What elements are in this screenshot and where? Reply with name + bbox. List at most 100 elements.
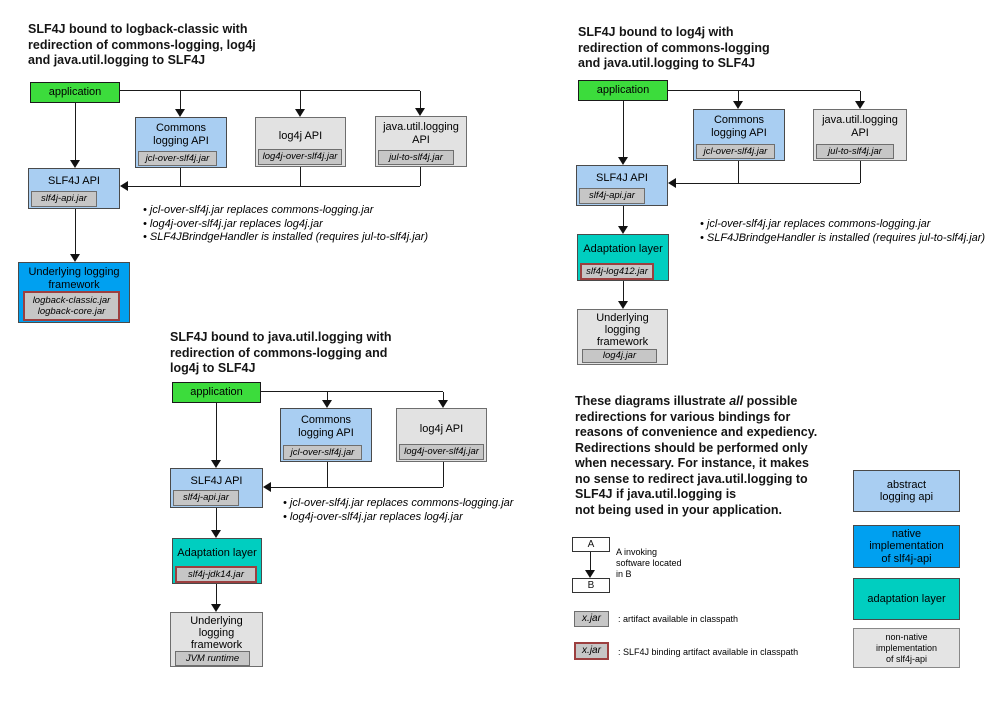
diagram1-title: SLF4J bound to logback-classic with redi…: [28, 22, 256, 67]
arrow-left-icon: [263, 482, 271, 492]
legend-b-box: B: [572, 578, 610, 593]
diagram1-slf4j-api-box: SLF4J API slf4j-api.jar: [28, 168, 120, 209]
diagram2-log4j-jar: log4j.jar: [582, 349, 657, 363]
diagram3-adaptation-layer-label: Adaptation layer: [177, 547, 257, 559]
legend-native-implementation-box: native implementation of slf4j-api: [853, 525, 960, 568]
legend-non-native-implementation-label: non-native implementation of slf4j-api: [875, 631, 938, 664]
connector: [120, 90, 420, 91]
diagram2-underlying-framework-box: Underlying logging framework log4j.jar: [577, 309, 668, 365]
arrow-down-icon: [295, 109, 305, 117]
legend-non-native-implementation-box: non-native implementation of slf4j-api: [853, 628, 960, 668]
diagram3-slf4j-api-label: SLF4J API: [190, 475, 243, 487]
diagram3-underlying-framework-label: Underlying logging framework: [190, 615, 243, 651]
arrow-down-icon: [70, 254, 80, 262]
connector: [300, 167, 301, 186]
legend-b-label: B: [587, 580, 595, 591]
diagram3-log4j-over-slf4j-jar: log4j-over-slf4j.jar: [399, 444, 484, 460]
diagram2-commons-logging-api-label: Commons logging API: [711, 114, 767, 139]
diagram2-application-label: application: [596, 84, 650, 96]
connector: [676, 183, 860, 184]
explanation-paragraph: These diagrams illustrate all possible r…: [575, 394, 875, 518]
arrow-down-icon: [855, 101, 865, 109]
diagram3-application-box: application: [172, 382, 261, 403]
connector: [327, 392, 328, 400]
connector: [216, 584, 217, 604]
connector: [623, 206, 624, 226]
diagram1-underlying-framework-label: Underlying logging framework: [28, 266, 120, 291]
diagram2-notes: • jcl-over-slf4j.jar replaces commons-lo…: [700, 218, 985, 245]
diagram1-logback-jars: logback-classic.jar logback-core.jar: [23, 291, 120, 321]
diagram3-log4j-api-label: log4j API: [419, 423, 464, 435]
diagram3-application-label: application: [190, 386, 243, 398]
connector: [300, 91, 301, 109]
connector: [420, 167, 421, 186]
connector: [75, 103, 76, 160]
diagram2-slf4j-api-box: SLF4J API slf4j-api.jar: [576, 165, 668, 206]
diagram2-underlying-framework-label: Underlying logging framework: [596, 312, 649, 348]
diagram1-jul-to-slf4j-jar: jul-to-slf4j.jar: [378, 150, 454, 165]
connector: [860, 91, 861, 101]
arrow-down-icon: [618, 301, 628, 309]
diagram1-application-box: application: [30, 82, 120, 103]
arrow-left-icon: [120, 181, 128, 191]
diagram2-adaptation-layer-label: Adaptation layer: [583, 243, 663, 255]
connector: [128, 186, 420, 187]
connector: [590, 552, 591, 570]
paragraph-part1: These diagrams illustrate: [575, 394, 730, 408]
arrow-down-icon: [733, 101, 743, 109]
diagram3-slf4j-api-jar: slf4j-api.jar: [173, 490, 239, 506]
diagram3-jcl-over-slf4j-jar: jcl-over-slf4j.jar: [283, 445, 362, 460]
diagram3-adaptation-layer-box: Adaptation layer slf4j-jdk14.jar: [172, 538, 262, 584]
paragraph-part2: possible redirections for various bindin…: [575, 394, 818, 517]
connector: [216, 403, 217, 460]
connector: [261, 391, 443, 392]
legend-ab-caption: A invoking software located in B: [616, 547, 682, 579]
legend-adaptation-layer-label: adaptation layer: [867, 592, 946, 605]
legend-binding-jar-box: x.jar: [574, 642, 609, 660]
note-line: • SLF4JBrindgeHandler is installed (requ…: [700, 231, 986, 244]
legend-artifact-jar-box: x.jar: [574, 611, 609, 627]
diagram3-commons-logging-api-box: Commons logging API jcl-over-slf4j.jar: [280, 408, 372, 462]
diagram1-log4j-api-box: log4j API log4j-over-slf4j.jar: [255, 117, 346, 167]
legend-adaptation-layer-box: adaptation layer: [853, 578, 960, 620]
connector: [443, 462, 444, 487]
diagram3-jvm-runtime-jar: JVM runtime: [175, 651, 250, 666]
diagram1-commons-logging-api-box: Commons logging API jcl-over-slf4j.jar: [135, 117, 227, 168]
diagram2-jul-api-box: java.util.logging API jul-to-slf4j.jar: [813, 109, 907, 161]
arrow-down-icon: [175, 109, 185, 117]
arrow-down-icon: [438, 400, 448, 408]
connector: [623, 101, 624, 157]
note-line: • jcl-over-slf4j.jar replaces commons-lo…: [700, 218, 931, 230]
arrow-left-icon: [668, 178, 676, 188]
diagram2-jul-to-slf4j-jar: jul-to-slf4j.jar: [816, 144, 894, 159]
arrow-down-icon: [70, 160, 80, 168]
diagram3-commons-logging-api-label: Commons logging API: [298, 414, 354, 439]
connector: [180, 168, 181, 186]
legend-binding-caption: : SLF4J binding artifact available in cl…: [618, 647, 799, 657]
note-line: • SLF4JBrindgeHandler is installed (requ…: [143, 231, 429, 243]
arrow-down-icon: [415, 108, 425, 116]
diagram1-underlying-framework-box: Underlying logging framework logback-cla…: [18, 262, 130, 323]
diagram1-notes: • jcl-over-slf4j.jar replaces commons-lo…: [143, 204, 428, 245]
connector: [75, 209, 76, 254]
diagram3-slf4j-api-box: SLF4J API slf4j-api.jar: [170, 468, 263, 508]
note-line: • log4j-over-slf4j.jar replaces log4j.ja…: [283, 510, 463, 523]
connector: [420, 91, 421, 108]
diagram2-slf4j-log412-jar: slf4j-log412.jar: [580, 263, 654, 280]
connector: [271, 487, 443, 488]
diagram1-commons-logging-api-label: Commons logging API: [153, 122, 209, 147]
note-line: • log4j-over-slf4j.jar replaces log4j.ja…: [143, 217, 323, 230]
note-line: • jcl-over-slf4j.jar replaces commons-lo…: [283, 497, 514, 509]
diagram2-title: SLF4J bound to log4j with redirection of…: [578, 25, 770, 70]
diagram3-notes: • jcl-over-slf4j.jar replaces commons-lo…: [283, 497, 513, 524]
connector: [738, 91, 739, 101]
diagram3-slf4j-jdk14-jar: slf4j-jdk14.jar: [175, 566, 257, 583]
paragraph-emphasis: all: [729, 394, 744, 408]
arrow-down-icon: [585, 570, 595, 578]
connector: [216, 508, 217, 530]
connector: [180, 91, 181, 109]
diagram2-slf4j-api-jar: slf4j-api.jar: [579, 188, 645, 204]
arrow-down-icon: [618, 226, 628, 234]
diagram1-jul-api-label: java.util.logging API: [383, 121, 459, 146]
